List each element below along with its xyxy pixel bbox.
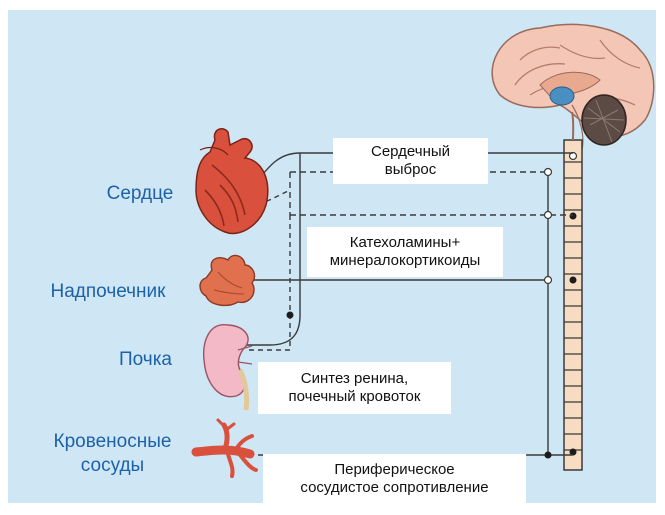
heart-icon — [196, 129, 268, 234]
label-heart: Сердце — [95, 182, 185, 206]
effect-renin: Синтез ренина, почечный кровоток — [258, 362, 451, 414]
effect-resistance: Периферическое сосудистое сопротивление — [263, 454, 526, 504]
effect-cardiac-output: Сердечный выброс — [333, 138, 488, 184]
adrenal-gland-icon — [200, 255, 254, 305]
blood-vessel-icon — [196, 420, 256, 476]
label-adrenal: Надпочечник — [33, 280, 183, 304]
label-vessels: Кровеносные сосуды — [30, 430, 195, 478]
spinal-cord-icon — [564, 112, 582, 470]
effect-hormones: Катехоламины+ минералокортикоиды — [307, 227, 503, 277]
label-kidney: Почка — [108, 348, 183, 372]
pathway-junctions — [229, 169, 552, 459]
kidney-icon — [204, 325, 252, 410]
